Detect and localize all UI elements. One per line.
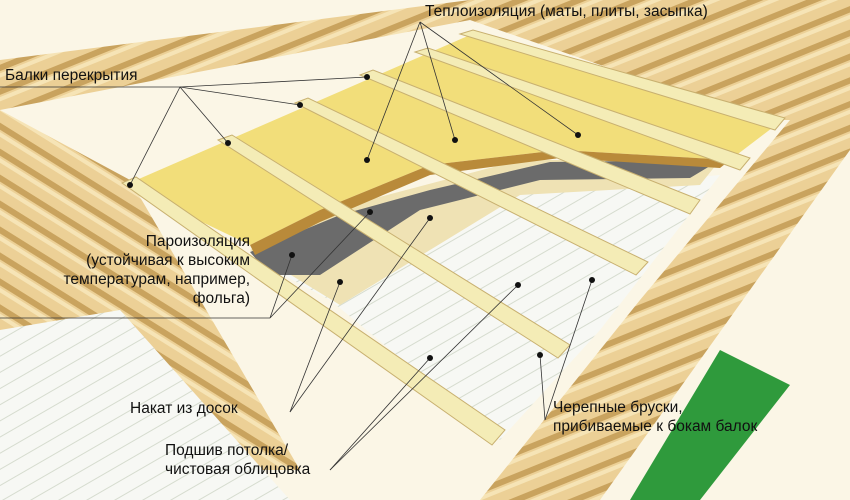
label-line: (устойчивая к высоким — [86, 252, 250, 269]
label-insulation: Теплоизоляция (маты, плиты, засыпка) — [425, 3, 708, 20]
label-line: Пароизоляция — [145, 233, 250, 250]
insulation-edge — [250, 150, 730, 255]
leader-dots — [127, 74, 595, 361]
beam — [293, 97, 649, 276]
label-line: чистовая облицовка — [165, 461, 311, 478]
label-cranial-bars: Черепные бруски, прибиваемые к бокам бал… — [553, 398, 757, 436]
label-vapor-barrier: Пароизоляция (устойчивая к высоким темпе… — [63, 232, 250, 308]
label-beams: Балки перекрытия — [5, 67, 138, 84]
leader-lines — [0, 21, 593, 471]
label-ceiling: Подшив потолка/ чистовая облицовка — [165, 441, 310, 479]
label-line: фольга) — [192, 290, 250, 307]
board-deck — [250, 160, 720, 305]
label-boards: Накат из досок — [130, 400, 238, 417]
beam — [458, 29, 786, 131]
label-line: температурам, например, — [63, 271, 250, 288]
beam — [120, 176, 506, 446]
right-wall — [480, 110, 850, 500]
back-wall — [0, 0, 850, 120]
grass — [630, 350, 790, 500]
label-line: Черепные бруски, — [553, 399, 683, 416]
beams — [120, 29, 786, 446]
label-line: прибиваемые к бокам балок — [553, 418, 758, 435]
floor-left — [0, 310, 290, 500]
label-line: Подшив потолка/ — [165, 442, 289, 459]
